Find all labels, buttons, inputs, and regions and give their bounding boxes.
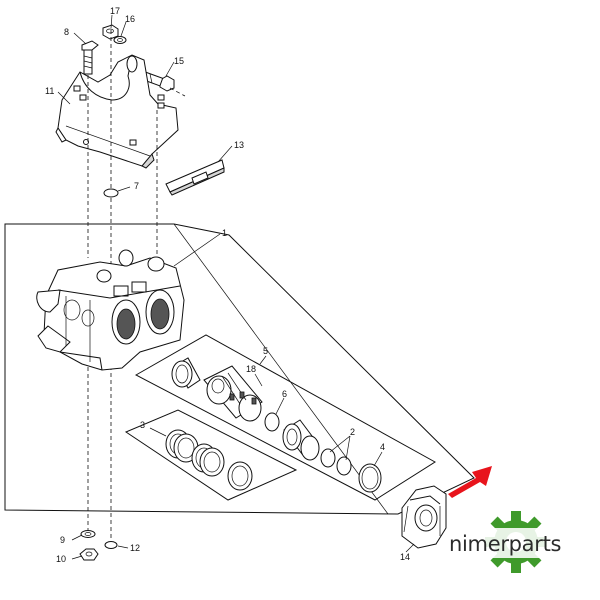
plate-13 bbox=[165, 159, 225, 196]
callout-18: 18 bbox=[246, 364, 256, 374]
callout-8: 8 bbox=[64, 27, 69, 37]
callout-10: 10 bbox=[56, 554, 66, 564]
valve-body bbox=[36, 249, 185, 371]
bolt-8 bbox=[81, 40, 99, 75]
ring-6 bbox=[264, 412, 280, 432]
callout-9: 9 bbox=[60, 535, 65, 545]
callout-2: 2 bbox=[350, 427, 355, 437]
red-arrow-icon bbox=[448, 466, 492, 498]
callout-11: 11 bbox=[45, 86, 54, 96]
callout-12: 12 bbox=[130, 543, 140, 553]
callout-13: 13 bbox=[234, 140, 244, 150]
washer-16 bbox=[113, 36, 127, 44]
callout-7: 7 bbox=[134, 181, 139, 191]
ring-4 bbox=[358, 463, 382, 493]
bracket-11 bbox=[55, 54, 179, 169]
nut-17 bbox=[102, 24, 119, 40]
spool-part bbox=[203, 365, 263, 422]
washer-9 bbox=[80, 530, 96, 538]
callout-6: 6 bbox=[282, 389, 287, 399]
ring-2b bbox=[336, 456, 352, 476]
callout-4: 4 bbox=[380, 442, 385, 452]
o-ring-7 bbox=[103, 188, 119, 198]
callouts: 17 16 8 15 11 13 7 1 5 18 6 3 2 4 9 10 1… bbox=[45, 6, 410, 564]
callout-5: 5 bbox=[263, 346, 268, 356]
kit-box-3 bbox=[124, 409, 298, 501]
sleeve-part bbox=[171, 357, 201, 389]
brand-name: nimerparts bbox=[449, 532, 561, 556]
callout-14: 14 bbox=[400, 552, 410, 562]
kit-box-5 bbox=[134, 334, 436, 501]
callout-3: 3 bbox=[140, 420, 145, 430]
callout-1: 1 bbox=[222, 228, 227, 238]
nut-10 bbox=[79, 548, 99, 561]
leader-lines bbox=[57, 14, 415, 560]
callout-15: 15 bbox=[174, 56, 184, 66]
ring-2a bbox=[320, 448, 336, 468]
o-ring-12 bbox=[104, 541, 118, 549]
callout-17: 17 bbox=[110, 6, 120, 16]
callout-16: 16 bbox=[125, 14, 135, 24]
sleeve-2-part bbox=[282, 419, 320, 461]
part-14 bbox=[401, 485, 447, 549]
seal-rings-3 bbox=[165, 429, 253, 491]
